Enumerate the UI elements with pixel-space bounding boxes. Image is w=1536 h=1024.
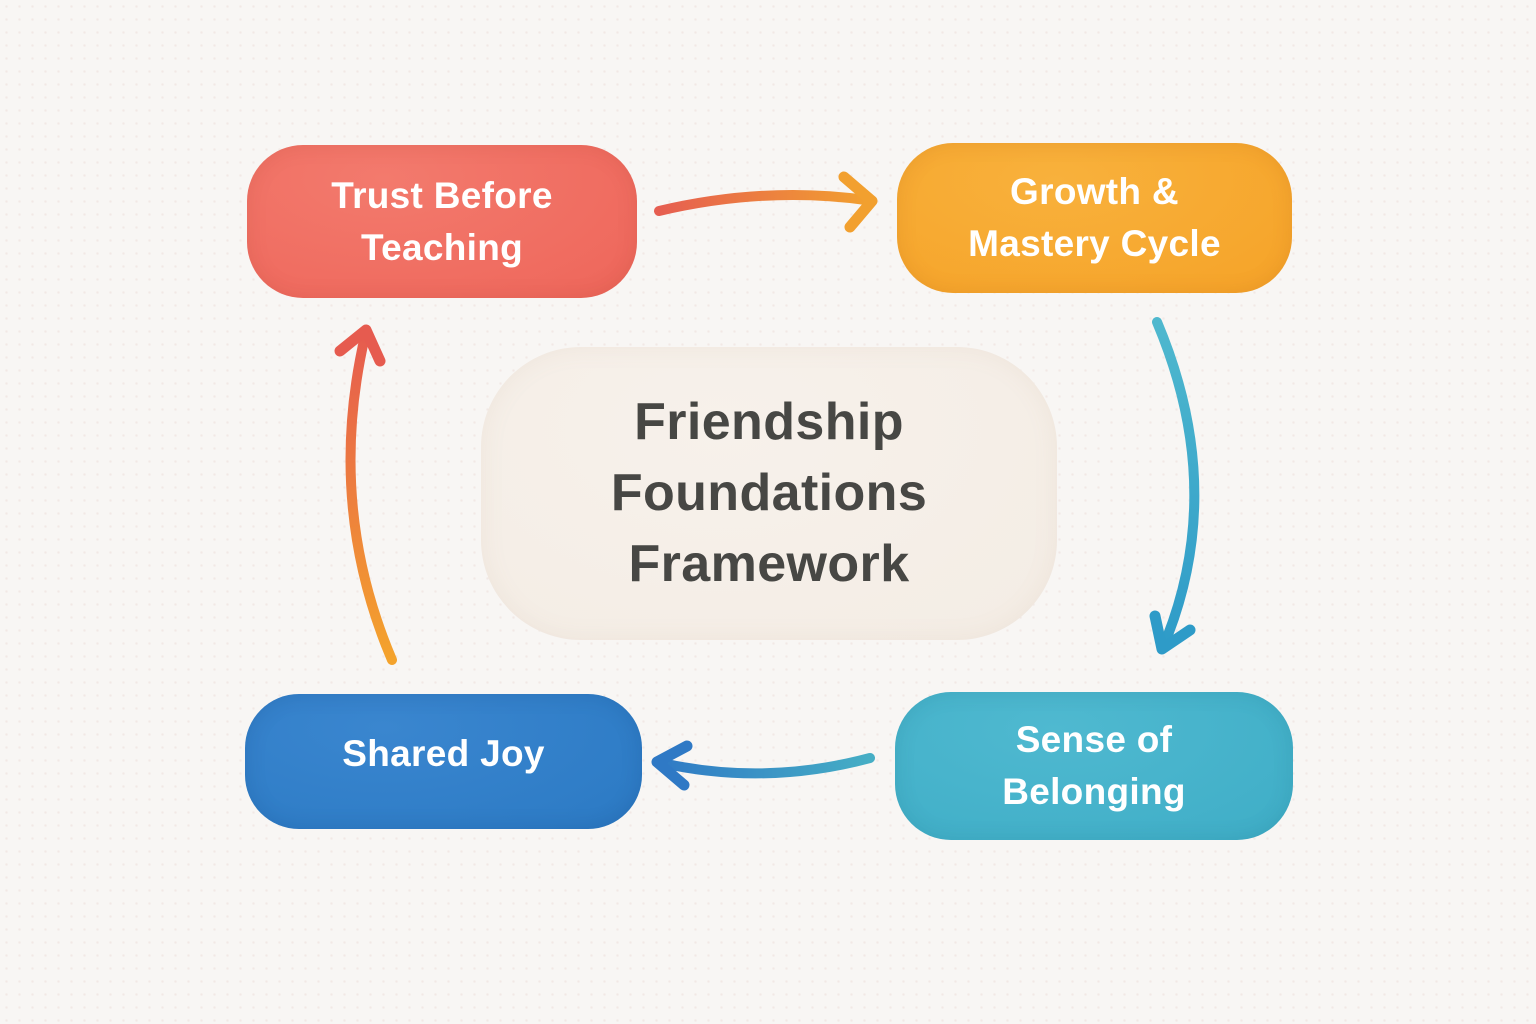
node-label-line: Belonging	[1002, 771, 1186, 812]
arrow-belonging-to-joy	[651, 740, 875, 791]
node-label-line: Trust Before	[331, 174, 553, 216]
node-label-line: Mastery Cycle	[968, 223, 1221, 264]
diagram-title-line: Friendship	[634, 393, 904, 452]
arrow-growth-to-belonging	[1149, 317, 1200, 655]
node-trust-before-teaching: Trust Before Teaching	[247, 145, 637, 298]
arrow-trust-to-growth	[654, 171, 878, 233]
node-shared-joy: Shared Joy	[245, 694, 642, 829]
node-label-line: Shared Joy	[342, 732, 545, 774]
node-label-line: Growth &	[1010, 171, 1179, 213]
node-sense-of-belonging: Sense of Belonging	[895, 692, 1293, 840]
center-title-card: Friendship Foundations Framework	[481, 347, 1057, 640]
diagram-title-line: Framework	[628, 534, 910, 593]
diagram-title-line: Foundations	[610, 464, 928, 523]
arrow-joy-to-trust	[334, 324, 397, 665]
node-growth-mastery-cycle: Growth & Mastery Cycle	[897, 143, 1292, 293]
node-label-line: Sense of	[1015, 719, 1173, 761]
node-label-line: Teaching	[360, 226, 524, 268]
